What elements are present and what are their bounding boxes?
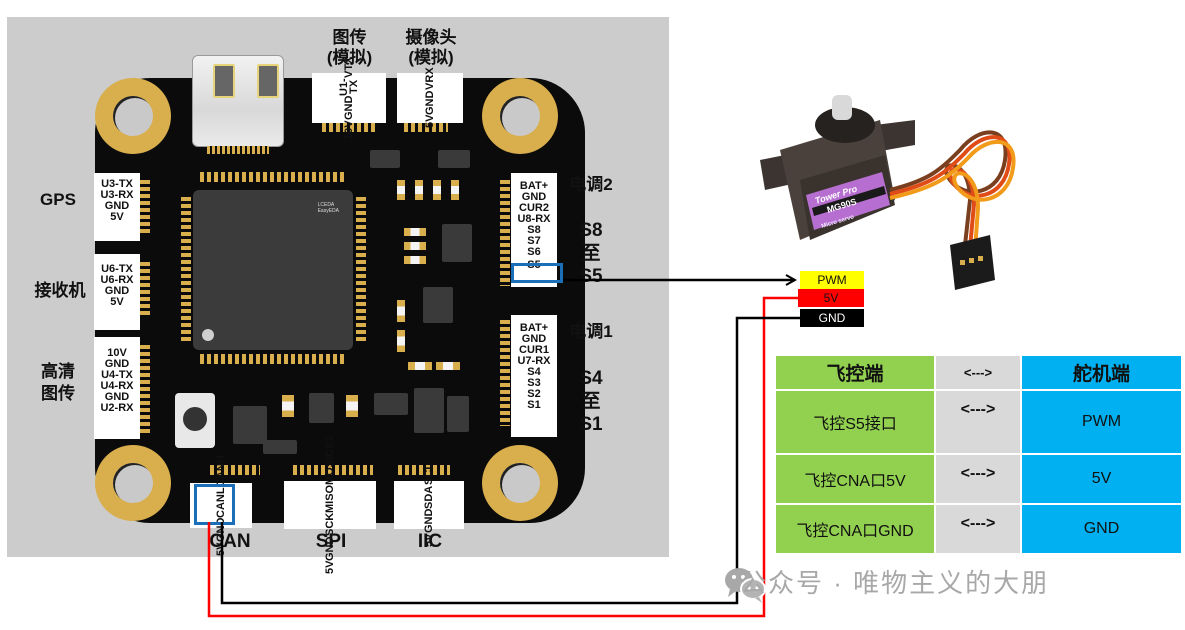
header-pins (500, 320, 510, 426)
plug-pin (978, 256, 983, 261)
table-row: 飞控CNA口GND <---> GND (776, 505, 1181, 553)
gnd-wire-label: GND (800, 309, 864, 327)
mcu-chip: LCEDA EasyEDA (193, 190, 353, 350)
plug-pin (969, 258, 974, 263)
smd-resistor (397, 300, 405, 322)
camera-analog-label: 摄像头 (模拟) (405, 28, 457, 67)
servo-body (760, 95, 915, 240)
receiver-label: 接收机 (34, 281, 86, 300)
diode (370, 150, 400, 168)
ic-chip (442, 224, 472, 262)
mounting-hole-top-left (95, 78, 171, 154)
esc1-connector: BAT+ GND CUR1 U7-RX S4 S3 S2 S1 (511, 315, 557, 437)
header-pins (322, 122, 377, 132)
usb-c-port (192, 55, 284, 154)
regulator-chip (447, 396, 469, 432)
smd-resistor (404, 228, 426, 236)
table-row: 飞控CNA口5V <---> 5V (776, 455, 1181, 503)
header-pins (398, 465, 450, 475)
hd-vtx-label: 高清 图传 (41, 362, 75, 403)
smd-resistor (415, 180, 423, 200)
mcu-pins-right (356, 197, 366, 343)
esc1-range-label: S4 至 S1 (579, 368, 603, 435)
plug-pin (960, 260, 965, 265)
boot-button (175, 393, 215, 448)
spi-label: SPI (315, 531, 347, 552)
servo-cable (889, 130, 1016, 251)
ic-chip (423, 287, 453, 323)
power-5v-wire (207, 296, 800, 618)
smd-resistor (404, 242, 426, 250)
smd-resistor (451, 180, 459, 200)
ground-wire (220, 316, 800, 605)
smd-capacitor (346, 395, 358, 417)
smd-resistor (404, 256, 426, 264)
gps-connector: U3-TX U3-RX GND 5V (94, 173, 140, 241)
ic-chip (309, 393, 334, 423)
easyeda-logo: LCEDA EasyEDA (317, 202, 339, 214)
header-pins (293, 465, 373, 475)
table-row: 飞控S5接口 <---> PWM (776, 391, 1181, 453)
receiver-connector: U6-TX U6-RX GND 5V (94, 254, 140, 330)
smd-resistor (397, 180, 405, 200)
ic-chip (233, 406, 267, 444)
smd-resistor (436, 362, 460, 370)
header-pins (500, 180, 510, 286)
header-flight-controller: 飞控端 (776, 356, 934, 389)
ic-chip (374, 393, 408, 415)
header-arrow: <---> (936, 356, 1020, 389)
esc1-label: 电调1 (569, 322, 613, 341)
esc2-label: 电调2 (569, 175, 613, 194)
header-pins (210, 465, 260, 475)
iic-label: IIC (417, 531, 443, 552)
mounting-hole-top-right (482, 78, 558, 154)
pwm-wire-label: PWM (800, 271, 864, 289)
mounting-hole-bottom-right (482, 445, 558, 521)
mcu-pins-top (200, 172, 346, 182)
can-5v-gnd-highlight-box (194, 484, 235, 525)
diode (438, 150, 470, 168)
5v-wire-label: 5V (798, 289, 864, 307)
watermark-text: 公众号 · 唯物主义的大朋 (740, 568, 1050, 598)
smd-capacitor (282, 395, 294, 417)
pin1-marker (202, 329, 214, 341)
regulator-chip (414, 388, 444, 433)
wechat-icon (725, 568, 766, 603)
esc2-range-label: S8 至 S5 (579, 220, 603, 287)
vtx-analog-label: 图传 (模拟) (326, 28, 373, 67)
smd-resistor (408, 362, 432, 370)
s5-highlight-box (511, 263, 563, 283)
mounting-hole-bottom-left (95, 445, 171, 521)
ic-chip (263, 440, 297, 454)
smd-resistor (397, 330, 405, 352)
header-pins (140, 345, 150, 435)
gps-label: GPS (40, 190, 76, 209)
mcu-pins-left (181, 197, 191, 343)
header-pins (404, 122, 448, 132)
can-label: CAN (209, 531, 251, 552)
header-pins (140, 262, 150, 318)
table-header-row: 飞控端 <---> 舵机端 (776, 356, 1181, 389)
hd-vtx-connector: 10V GND U4-TX U4-RX GND U2-RX (94, 337, 140, 439)
mcu-pins-bottom (200, 354, 346, 364)
header-servo: 舵机端 (1022, 356, 1181, 389)
pin-mapping-table: 飞控端 <---> 舵机端 飞控S5接口 <---> PWM 飞控CNA口5V … (774, 354, 1183, 555)
header-pins (140, 180, 150, 236)
smd-resistor (433, 180, 441, 200)
servo-motor: Tower Pro MG90S Micro servo (760, 95, 1016, 290)
